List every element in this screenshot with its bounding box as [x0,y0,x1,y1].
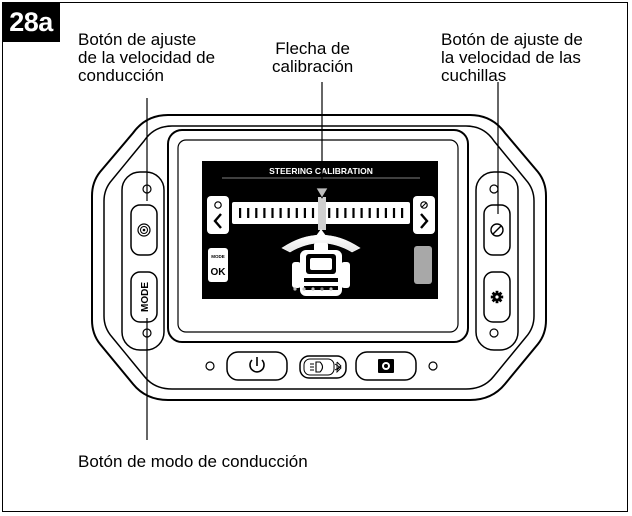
callout-drive-speed-button: Botón de ajuste de la velocidad de condu… [78,30,216,85]
blade-off-icon [490,223,504,237]
calibration-center-marker [318,197,326,230]
screen-title: STEERING CALIBRATION [269,166,373,176]
calibration-tick [360,208,363,218]
blade-engage-icon [378,359,394,373]
calibration-tick [352,208,355,218]
calibration-tick [271,208,274,218]
chevron-left-icon [213,213,222,229]
calibration-tick [401,208,404,218]
mower-illustration [292,243,350,296]
calibration-tick [376,208,379,218]
calibration-tick [336,208,339,218]
screen-ok-label: OK [211,267,227,278]
screen-right-indicator [414,246,432,284]
gear-icon [490,290,504,304]
screen-left-button [207,196,229,234]
chevron-right-icon [420,213,429,229]
calibration-tick [247,208,250,218]
calibration-tick [287,208,290,218]
calibration-tick [303,208,306,218]
calibration-tick [239,208,242,218]
screen-mode-ok-button [208,248,228,282]
calibration-tick [384,208,387,218]
drive-mode-button-label: MODE [140,282,151,312]
screen-right-button [413,196,435,234]
steering-gauge-arc [281,234,361,253]
figure-frame [2,2,628,512]
callout-drive-mode-button: Botón de modo de conducción [78,452,308,471]
figure-number: 28a [2,2,60,42]
calibration-tick [328,208,331,218]
screen-mode-label: MODE [211,254,225,259]
power-icon [249,357,265,373]
calibration-tick [255,208,258,218]
callout-blade-speed-button: Botón de ajuste de la velocidad de las c… [441,30,583,85]
turtle-rabbit-icon [137,223,151,237]
calibration-tick [344,208,347,218]
calibration-tick [368,208,371,218]
callout-calibration-arrow: Flecha de calibración [272,39,354,76]
left-button-pod [121,171,165,351]
calibration-tick [392,208,396,218]
drive-mode-button [130,271,158,323]
calibration-ticks [239,208,404,218]
calibration-tick [295,208,298,218]
right-button-pod [475,171,519,351]
page-indicator-dots [293,287,333,291]
panel-housing-inner [103,125,535,390]
gauge-pointer [313,229,329,240]
calibration-tick [279,208,282,218]
calibration-tick [311,208,315,218]
calibration-tick [263,208,266,218]
headlight-bluetooth-icon [310,361,342,374]
calibration-arrow-head [315,187,329,199]
